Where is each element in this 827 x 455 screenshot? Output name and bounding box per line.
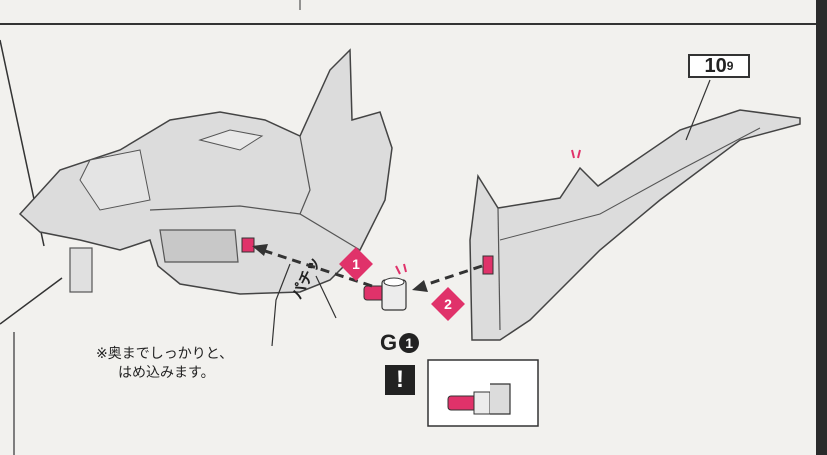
note-line-1: ※奥までしっかりと、 bbox=[96, 345, 234, 361]
arrow-to-connector bbox=[412, 264, 483, 292]
wing-part bbox=[469, 109, 801, 341]
gate-letter: G bbox=[380, 330, 398, 355]
step-2-badge: 2 bbox=[436, 292, 460, 316]
part-number-main: 10 bbox=[704, 55, 727, 77]
part-number-sub: 9 bbox=[726, 59, 734, 73]
gate-number: 1 bbox=[399, 333, 420, 353]
part-number-label: 109 bbox=[688, 54, 750, 78]
note-line-2: はめ込みます。 bbox=[118, 364, 215, 380]
pachi-underline bbox=[315, 275, 337, 319]
callout-line-lower bbox=[0, 277, 63, 325]
part-label-leader bbox=[685, 79, 711, 141]
ship-body-part bbox=[18, 48, 393, 295]
warning-icon: ! bbox=[385, 365, 415, 395]
page-edge-bar bbox=[816, 0, 827, 455]
detail-inset bbox=[427, 359, 539, 427]
gate-part-label: G 1 bbox=[380, 330, 420, 355]
joint-connector bbox=[363, 277, 407, 311]
note-leader bbox=[271, 263, 291, 347]
step-1-badge: 1 bbox=[344, 252, 368, 276]
arrow-to-body bbox=[252, 244, 373, 288]
assembly-note: ※奥までしっかりと、 はめ込みます。 bbox=[96, 344, 296, 382]
